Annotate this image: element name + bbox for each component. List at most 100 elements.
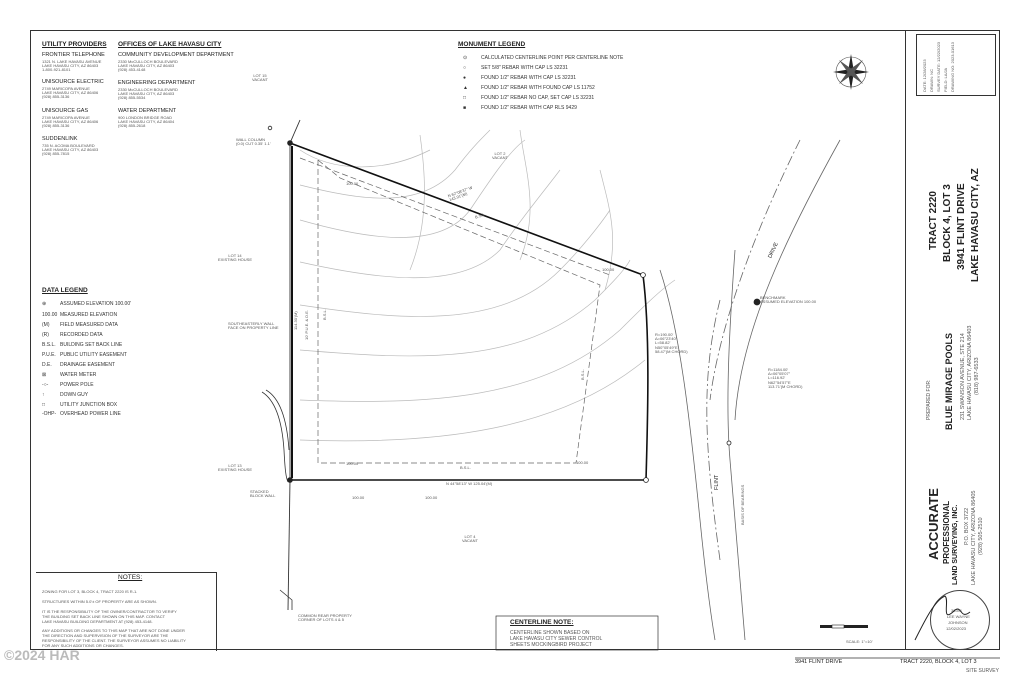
street-name-flint: FLINT xyxy=(714,474,720,490)
info-box xyxy=(916,34,996,96)
legend-symbol: -○- xyxy=(42,382,49,388)
utility-line: LAKE HAVASU CITY, AZ 86403 xyxy=(42,63,99,68)
offices-heading: OFFICES OF LAKE HAVASU CITY xyxy=(118,41,222,48)
utility-line: 1321 N. LAKE HAVASU AVENUE xyxy=(42,59,102,64)
seal-line: 30391 xyxy=(951,608,963,613)
utility-name: UNISOURCE ELECTRIC xyxy=(42,79,104,85)
utility-line: 735 N. ACOMA BOULEVARD xyxy=(42,143,95,148)
client-line: (818) 987-6533 xyxy=(974,357,980,395)
centerline-line: CENTERLINE SHOWN BASED ON xyxy=(510,630,590,636)
contour-lines xyxy=(299,129,676,442)
bsl-east: B.S.L. xyxy=(580,369,585,380)
centerline-heading: CENTERLINE NOTE: xyxy=(510,619,574,626)
footer-tract: TRACT 2220, BLOCK 4, LOT 3 xyxy=(900,659,977,665)
data-legend-heading: DATA LEGEND xyxy=(42,287,88,294)
utility-name: UNISOURCE GAS xyxy=(42,108,89,114)
legend-row: ⊠WATER METER xyxy=(42,372,96,378)
monument-symbol: □ xyxy=(463,95,467,101)
office-name: ENGINEERING DEPARTMENT xyxy=(118,80,196,86)
utility-line: 1-800-921-8101 xyxy=(42,67,71,72)
survey-sheet xyxy=(30,30,906,650)
legend-row: D.E.DRAINAGE EASEMENT xyxy=(42,362,115,368)
legend-label: MEASURED ELEVATION xyxy=(60,312,118,318)
title-block xyxy=(906,30,1000,650)
note-line: FOR ANY SUCH ADDITIONS OR CHANGES. xyxy=(42,643,124,648)
surveyor-sub2: LAND SURVEYING, INC. xyxy=(952,504,959,585)
scale-label: SCALE: 1"=10' xyxy=(846,639,873,644)
notes-heading: NOTES: xyxy=(118,574,143,581)
info-line: SURVEY DATE: 12/22/2023 xyxy=(936,41,941,92)
note-line: RESPONSIBILITY OF THE CLIENT. THE SURVEY… xyxy=(42,638,186,643)
office-line: (928) 855-5534 xyxy=(118,95,146,100)
east-curve-wall xyxy=(642,274,649,481)
office-line: 900 LONDON BRIDGE ROAD xyxy=(118,115,173,120)
legend-symbol: -OHP- xyxy=(42,411,57,417)
office-line: (928) 453-4148 xyxy=(118,67,146,72)
monuments xyxy=(267,125,761,483)
setback-lines xyxy=(299,157,611,464)
legend-row: B.S.L.BUILDING SET BACK LINE xyxy=(42,342,122,348)
info-line: DRAWING NO: 2023-01613 xyxy=(950,42,955,92)
legend-row: (M)FIELD MEASURED DATA xyxy=(42,322,118,328)
legend-label: FIELD MEASURED DATA xyxy=(60,322,118,328)
legend-symbol: B.S.L. xyxy=(42,342,56,348)
legend-label: ASSUMED ELEVATION 100.00' xyxy=(60,301,132,307)
monument-label: FOUND 1/2" REBAR WITH CAP RLS 9429 xyxy=(481,105,577,111)
monument-symbol: ● xyxy=(463,75,467,81)
monument-label: CALCULATED CENTERLINE POINT PER CENTERLI… xyxy=(481,55,624,61)
legend-symbol: ⊠ xyxy=(42,372,47,378)
utility-line: (928) 855-3136 xyxy=(42,123,70,128)
watermark: ©2024 HAR xyxy=(4,647,80,663)
note-line: THE DIRECTION AND SUPERVISION OF THE SUR… xyxy=(42,633,169,638)
seal-line: 12/02/2023 xyxy=(946,626,967,631)
north-arrow xyxy=(833,54,869,90)
stacked-wall-drawing xyxy=(261,389,293,610)
office-name: WATER DEPARTMENT xyxy=(118,108,177,114)
monument-row: ■ FOUND 1/2" REBAR WITH CAP RLS 9429 xyxy=(463,105,577,111)
title-city: LAKE HAVASU CITY, AZ xyxy=(970,168,981,282)
utility-line: (928) 855-3136 xyxy=(42,94,70,99)
monument-label: SET 5/8" REBAR WITH CAP LS 32231 xyxy=(481,65,568,71)
title-address: 3941 FLINT DRIVE xyxy=(956,183,967,270)
legend-symbol: (R) xyxy=(42,332,49,338)
office-name: COMMUNITY DEVELOPMENT DEPARTMENT xyxy=(118,52,234,58)
legend-row: -OHP-OVERHEAD POWER LINE xyxy=(42,411,121,417)
monument-row: ⊙CALCULATED CENTERLINE POINT PER CENTERL… xyxy=(463,55,623,61)
utility-line: LAKE HAVASU CITY, AZ 86406 xyxy=(42,119,99,124)
monument-label: FOUND 1/2" REBAR WITH CAP LS 32231 xyxy=(481,75,577,81)
legend-row: P.U.E.PUBLIC UTILITY EASEMENT xyxy=(42,352,127,358)
elevation-label: 100.00 xyxy=(576,460,589,465)
utility-line: LAKE HAVASU CITY, AZ 86406 xyxy=(42,90,99,95)
client-line: 231 SWANSON AVENUE, STE 214 xyxy=(960,333,966,420)
surveyor-line: P.O. BOX 3722 xyxy=(964,507,970,545)
legend-row: □ UTILITY JUNCTION BOX xyxy=(42,402,117,408)
monument-symbol: ■ xyxy=(463,105,467,111)
client-name: BLUE MIRAGE POOLS xyxy=(944,332,954,430)
legend-row: ⊕ASSUMED ELEVATION 100.00' xyxy=(42,301,131,307)
legend-label: PUBLIC UTILITY EASEMENT xyxy=(60,352,127,358)
note-line: ZONING FOR LOT 3, BLOCK 4, TRACT 2220 IS… xyxy=(42,589,138,594)
bsl-west: B.S.L. xyxy=(322,309,327,320)
legend-label: UTILITY JUNCTION BOX xyxy=(60,402,118,408)
monument-label: FOUND 1/2" REBAR WITH FOUND CAP LS 11752 xyxy=(481,85,595,91)
elevation-label: 100.00 xyxy=(346,181,359,186)
street-flint-drive xyxy=(659,139,841,641)
note-line: IT IS THE RESPONSIBILITY OF THE OWNER/CO… xyxy=(42,609,177,614)
bsl-south: B.S.L. xyxy=(460,465,471,470)
info-line: DATE: 12/28/2023 xyxy=(922,59,927,92)
legend-row: -○-POWER POLE xyxy=(42,382,94,388)
utility-line: 2749 MARICOPA AVENUE xyxy=(42,86,90,91)
legend-label: RECORDED DATA xyxy=(60,332,103,338)
info-line: DRAWN: NC xyxy=(929,69,934,92)
monument-legend-heading: MONUMENT LEGEND xyxy=(458,41,526,48)
legend-symbol: □ xyxy=(42,402,46,408)
surveyor-line: (928) 505-2510 xyxy=(978,517,984,555)
centerline-line: LAKE HAVASU CITY SEWER CONTROL xyxy=(510,636,603,642)
